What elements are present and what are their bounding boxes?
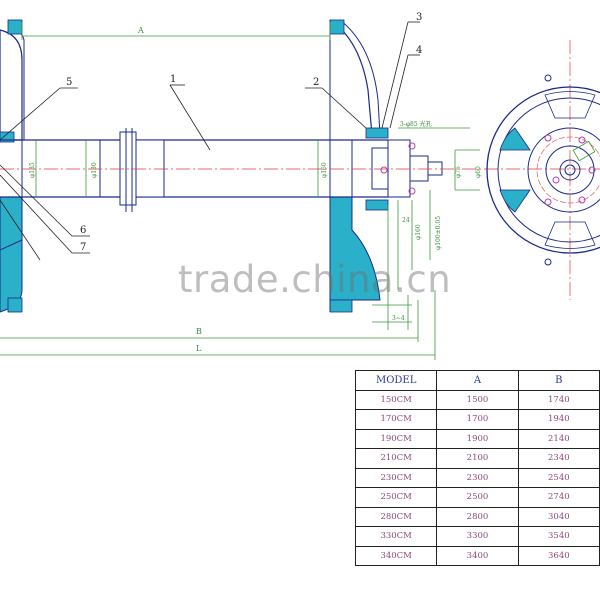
table-row: 190CM 1900 2140 bbox=[354, 428, 600, 449]
dim-d-bore: φ130 bbox=[91, 162, 98, 178]
cell-model: 190CM bbox=[354, 428, 438, 449]
cell-model: 340CM bbox=[354, 545, 438, 566]
cell-b: 2740 bbox=[517, 487, 600, 508]
dim-A: A bbox=[137, 26, 144, 35]
part-label-1: 1 bbox=[170, 74, 176, 85]
cell-a: 2800 bbox=[436, 506, 519, 527]
cell-model: 330CM bbox=[354, 526, 438, 547]
end-view bbox=[486, 74, 600, 266]
header-a: A bbox=[436, 370, 519, 391]
table-row: 210CM 2100 2340 bbox=[354, 448, 600, 469]
cell-model: 250CM bbox=[354, 487, 438, 508]
leader-lines bbox=[0, 21, 420, 261]
cell-b: 1740 bbox=[517, 389, 600, 410]
spec-table: MODEL A B 150CM 1500 1740 170CM 1700 194… bbox=[354, 370, 600, 566]
table-row: 170CM 1700 1940 bbox=[354, 409, 600, 430]
right-flange bbox=[329, 19, 389, 313]
header-model: MODEL bbox=[354, 370, 438, 391]
cell-b: 2340 bbox=[517, 448, 600, 469]
dim-d-hub: φ160 bbox=[415, 224, 422, 240]
cell-b: 2540 bbox=[517, 467, 600, 488]
part-labels: 1 2 3 4 5 6 7 bbox=[66, 12, 422, 253]
cell-a: 2100 bbox=[436, 448, 519, 469]
table-row: 150CM 1500 1740 bbox=[354, 389, 600, 410]
watermark: trade.china.cn bbox=[178, 258, 452, 301]
table-row: 340CM 3400 3640 bbox=[354, 545, 600, 566]
dim-L: L bbox=[196, 344, 202, 353]
cell-a: 3400 bbox=[436, 545, 519, 566]
cell-a: 3300 bbox=[436, 526, 519, 547]
dimension-lines bbox=[0, 22, 480, 360]
part-label-4: 4 bbox=[416, 45, 422, 56]
cell-model: 280CM bbox=[354, 506, 438, 527]
cell-a: 1500 bbox=[436, 389, 519, 410]
cell-a: 1900 bbox=[436, 428, 519, 449]
cell-model: 150CM bbox=[354, 389, 438, 410]
dim-d-left: φ135 bbox=[29, 162, 36, 178]
dim-d-right: φ160 bbox=[321, 162, 328, 178]
cell-model: 210CM bbox=[354, 448, 438, 469]
part-label-5: 5 bbox=[66, 77, 72, 88]
part-label-3: 3 bbox=[416, 12, 422, 23]
dim-w-key: 3~4 bbox=[392, 315, 405, 322]
table-row: 250CM 2500 2740 bbox=[354, 487, 600, 508]
dim-d-right2: φ60 bbox=[475, 166, 482, 178]
dim-shaft-note: 3-φ85 光孔 bbox=[400, 120, 432, 128]
part-label-2: 2 bbox=[313, 77, 319, 88]
dim-d-right1: φ75 bbox=[455, 166, 462, 178]
table-row: 330CM 3300 3540 bbox=[354, 526, 600, 547]
shaft bbox=[0, 128, 443, 212]
dim-d-pitch: φ100±0.05 bbox=[435, 216, 442, 250]
cell-b: 3640 bbox=[517, 545, 600, 566]
cell-a: 2500 bbox=[436, 487, 519, 508]
dim-w-small: 24 bbox=[402, 217, 410, 224]
cell-b: 1940 bbox=[517, 409, 600, 430]
left-flange bbox=[0, 19, 25, 313]
table-row: 230CM 2300 2540 bbox=[354, 467, 600, 488]
cell-model: 170CM bbox=[354, 409, 438, 430]
dim-B: B bbox=[196, 327, 202, 336]
cell-b: 2140 bbox=[517, 428, 600, 449]
table-row: 280CM 2800 3040 bbox=[354, 506, 600, 527]
part-label-6: 6 bbox=[80, 225, 86, 236]
table-header-row: MODEL A B bbox=[354, 370, 600, 391]
cell-b: 3540 bbox=[517, 526, 600, 547]
dimension-text: A B L 3-φ85 光孔 φ135 φ130 φ160 φ75 φ60 φ1… bbox=[29, 26, 482, 353]
part-label-7: 7 bbox=[80, 242, 86, 253]
cell-b: 3040 bbox=[517, 506, 600, 527]
cell-a: 1700 bbox=[436, 409, 519, 430]
header-b: B bbox=[517, 370, 600, 391]
cell-a: 2300 bbox=[436, 467, 519, 488]
cell-model: 230CM bbox=[354, 467, 438, 488]
